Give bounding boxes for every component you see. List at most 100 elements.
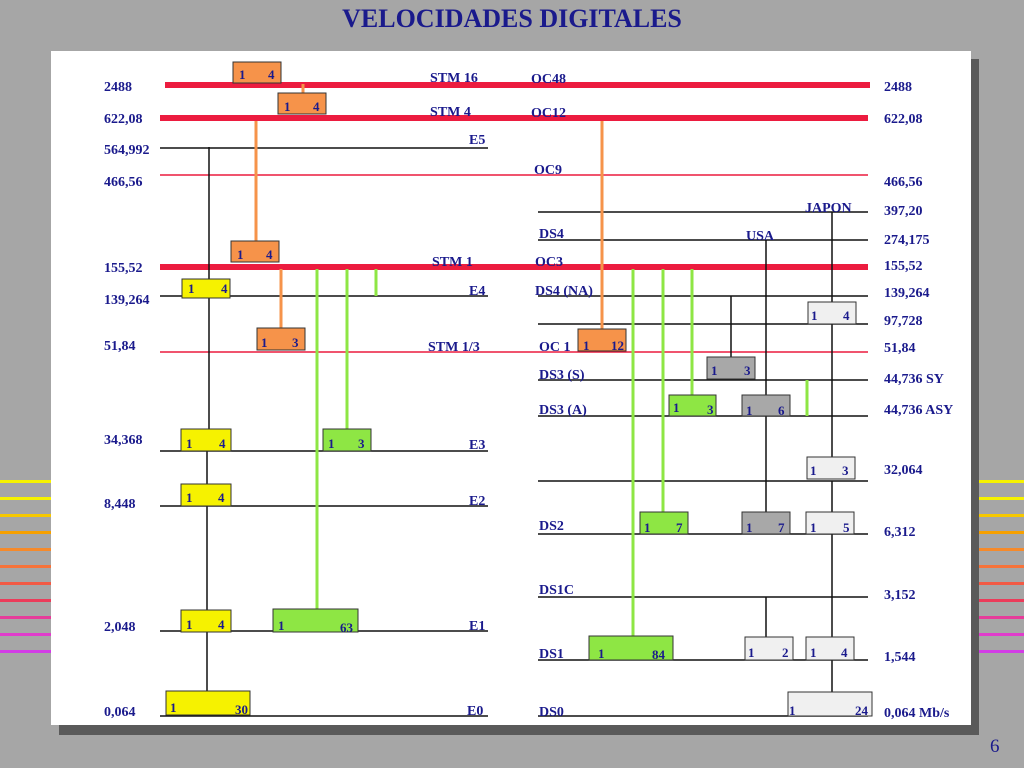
mux-ratio-text: 4 xyxy=(218,617,225,632)
mux-ratio-text: 6 xyxy=(778,403,785,418)
hierarchy-label: OC12 xyxy=(531,106,566,121)
rate-label: 44,736 ASY xyxy=(884,403,953,418)
mux-ratio-text: 1 xyxy=(711,363,718,378)
mux-box: 1 2 xyxy=(744,636,794,661)
rate-label: 397,20 xyxy=(884,204,923,219)
mux-ratio-text: 1 xyxy=(186,617,193,632)
ds-labels: DS4 DS4 (NA) DS3 (S) DS3 (A) DS2 DS1C DS… xyxy=(535,227,593,720)
mux-box: 1 4 xyxy=(180,483,232,507)
rate-label: 97,728 xyxy=(884,314,923,329)
hierarchy-label: E3 xyxy=(469,438,485,453)
mux-ratio-text: 1 xyxy=(284,99,291,114)
hierarchy-label: STM 1 xyxy=(432,255,473,270)
mux-box: 1 7 xyxy=(741,511,791,535)
mux-box: 1 3 xyxy=(322,428,372,452)
mux-ratio-text: 3 xyxy=(292,335,299,350)
mux-box: 1 4 xyxy=(180,609,232,633)
mux-ratio-text: 1 xyxy=(328,436,335,451)
edge-stripe xyxy=(0,565,51,568)
mux-ratio-text: 1 xyxy=(748,645,755,660)
mux-box: 1 6 xyxy=(741,394,791,418)
mux-box: 1 12 xyxy=(577,328,627,353)
mux-ratio-text: 1 xyxy=(237,247,244,262)
edge-stripe xyxy=(979,582,1024,585)
mux-box: 1 4 xyxy=(807,301,857,325)
mux-ratio-text: 84 xyxy=(652,647,666,662)
mux-ratio-text: 1 xyxy=(644,520,651,535)
mux-ratio-text: 1 xyxy=(810,520,817,535)
rate-label: 139,264 xyxy=(104,293,150,308)
mux-ratio-text: 1 xyxy=(186,490,193,505)
rate-label: 2488 xyxy=(884,80,912,95)
rate-label: 32,064 xyxy=(884,463,923,478)
rate-label: 44,736 SY xyxy=(884,372,944,387)
mux-box: 1 7 xyxy=(639,511,689,535)
rate-label: 3,152 xyxy=(884,588,916,603)
edge-stripe xyxy=(979,599,1024,602)
edge-stripe xyxy=(979,650,1024,653)
hierarchy-label: DS4 xyxy=(539,227,564,242)
hierarchy-label: E1 xyxy=(469,619,485,634)
mux-ratio-text: 4 xyxy=(266,247,273,262)
mux-ratio-text: 4 xyxy=(268,67,275,82)
edge-stripe xyxy=(979,514,1024,517)
region-label-japon: JAPON xyxy=(805,201,852,216)
edge-stripe xyxy=(0,531,51,534)
edge-stripe xyxy=(0,582,51,585)
mux-ratio-text: 4 xyxy=(219,436,226,451)
hierarchy-label: DS2 xyxy=(539,519,564,534)
edge-stripe xyxy=(0,650,51,653)
edge-stripe xyxy=(0,497,51,500)
rate-label: 274,175 xyxy=(884,233,930,248)
hierarchy-label: OC9 xyxy=(534,163,562,178)
rate-label: 8,448 xyxy=(104,497,136,512)
hierarchy-label: DS1C xyxy=(539,583,574,598)
hierarchy-label: E2 xyxy=(469,494,485,509)
edge-stripe xyxy=(979,565,1024,568)
rate-label: 155,52 xyxy=(884,259,923,274)
mux-box: 1 30 xyxy=(165,690,251,717)
mux-ratio-text: 1 xyxy=(583,338,590,353)
mux-ratio-text: 4 xyxy=(218,490,225,505)
mux-box: 1 63 xyxy=(272,608,359,635)
mux-box: 1 4 xyxy=(181,278,231,299)
mux-ratio-text: 1 xyxy=(673,400,680,415)
mux-ratio-text: 7 xyxy=(778,520,785,535)
mux-box: 1 4 xyxy=(232,61,282,84)
hierarchy-label: E4 xyxy=(469,284,485,299)
rate-label: 564,992 xyxy=(104,143,150,158)
mux-ratio-text: 63 xyxy=(340,620,354,635)
mux-ratio-text: 3 xyxy=(358,436,365,451)
edge-stripe xyxy=(979,480,1024,483)
sonet-labels: OC48 OC12 OC9 OC3 OC 1 xyxy=(531,72,571,355)
mux-ratio-text: 3 xyxy=(842,463,849,478)
mux-ratio-text: 1 xyxy=(186,436,193,451)
mux-ratio-text: 12 xyxy=(611,338,624,353)
rate-label: 139,264 xyxy=(884,286,930,301)
mux-boxes: 1 4 1 4 1 4 1 4 1 3 1 4 xyxy=(165,61,873,718)
mux-box: 1 3 xyxy=(668,394,717,417)
hierarchy-label: STM 1/3 xyxy=(428,340,480,355)
mux-ratio-text: 1 xyxy=(278,618,285,633)
edge-stripe xyxy=(979,548,1024,551)
mux-ratio-text: 4 xyxy=(843,308,850,323)
edge-stripe xyxy=(979,633,1024,636)
right-rate-labels: 2488 622,08 466,56 397,20 274,175 155,52… xyxy=(884,80,953,721)
hierarchy-label: OC3 xyxy=(535,255,563,270)
rate-label: 155,52 xyxy=(104,261,143,276)
mux-ratio-text: 2 xyxy=(782,645,789,660)
hierarchy-label: DS0 xyxy=(539,705,564,720)
mux-box: 1 3 xyxy=(806,456,856,480)
mux-ratio-text: 4 xyxy=(313,99,320,114)
slide-title: VELOCIDADES DIGITALES xyxy=(342,4,682,33)
sdh-labels: STM 16 STM 4 STM 1 STM 1/3 xyxy=(428,71,480,355)
e-labels: E5 E4 E3 E2 E1 E0 xyxy=(467,133,485,719)
hierarchy-label: E5 xyxy=(469,133,485,148)
mux-ratio-text: 7 xyxy=(676,520,683,535)
mux-box: 1 5 xyxy=(805,511,855,535)
mux-ratio-text: 4 xyxy=(841,645,848,660)
mux-box: 1 3 xyxy=(706,356,756,380)
edge-stripe xyxy=(0,514,51,517)
rate-label: 0,064 Mb/s xyxy=(884,706,950,721)
